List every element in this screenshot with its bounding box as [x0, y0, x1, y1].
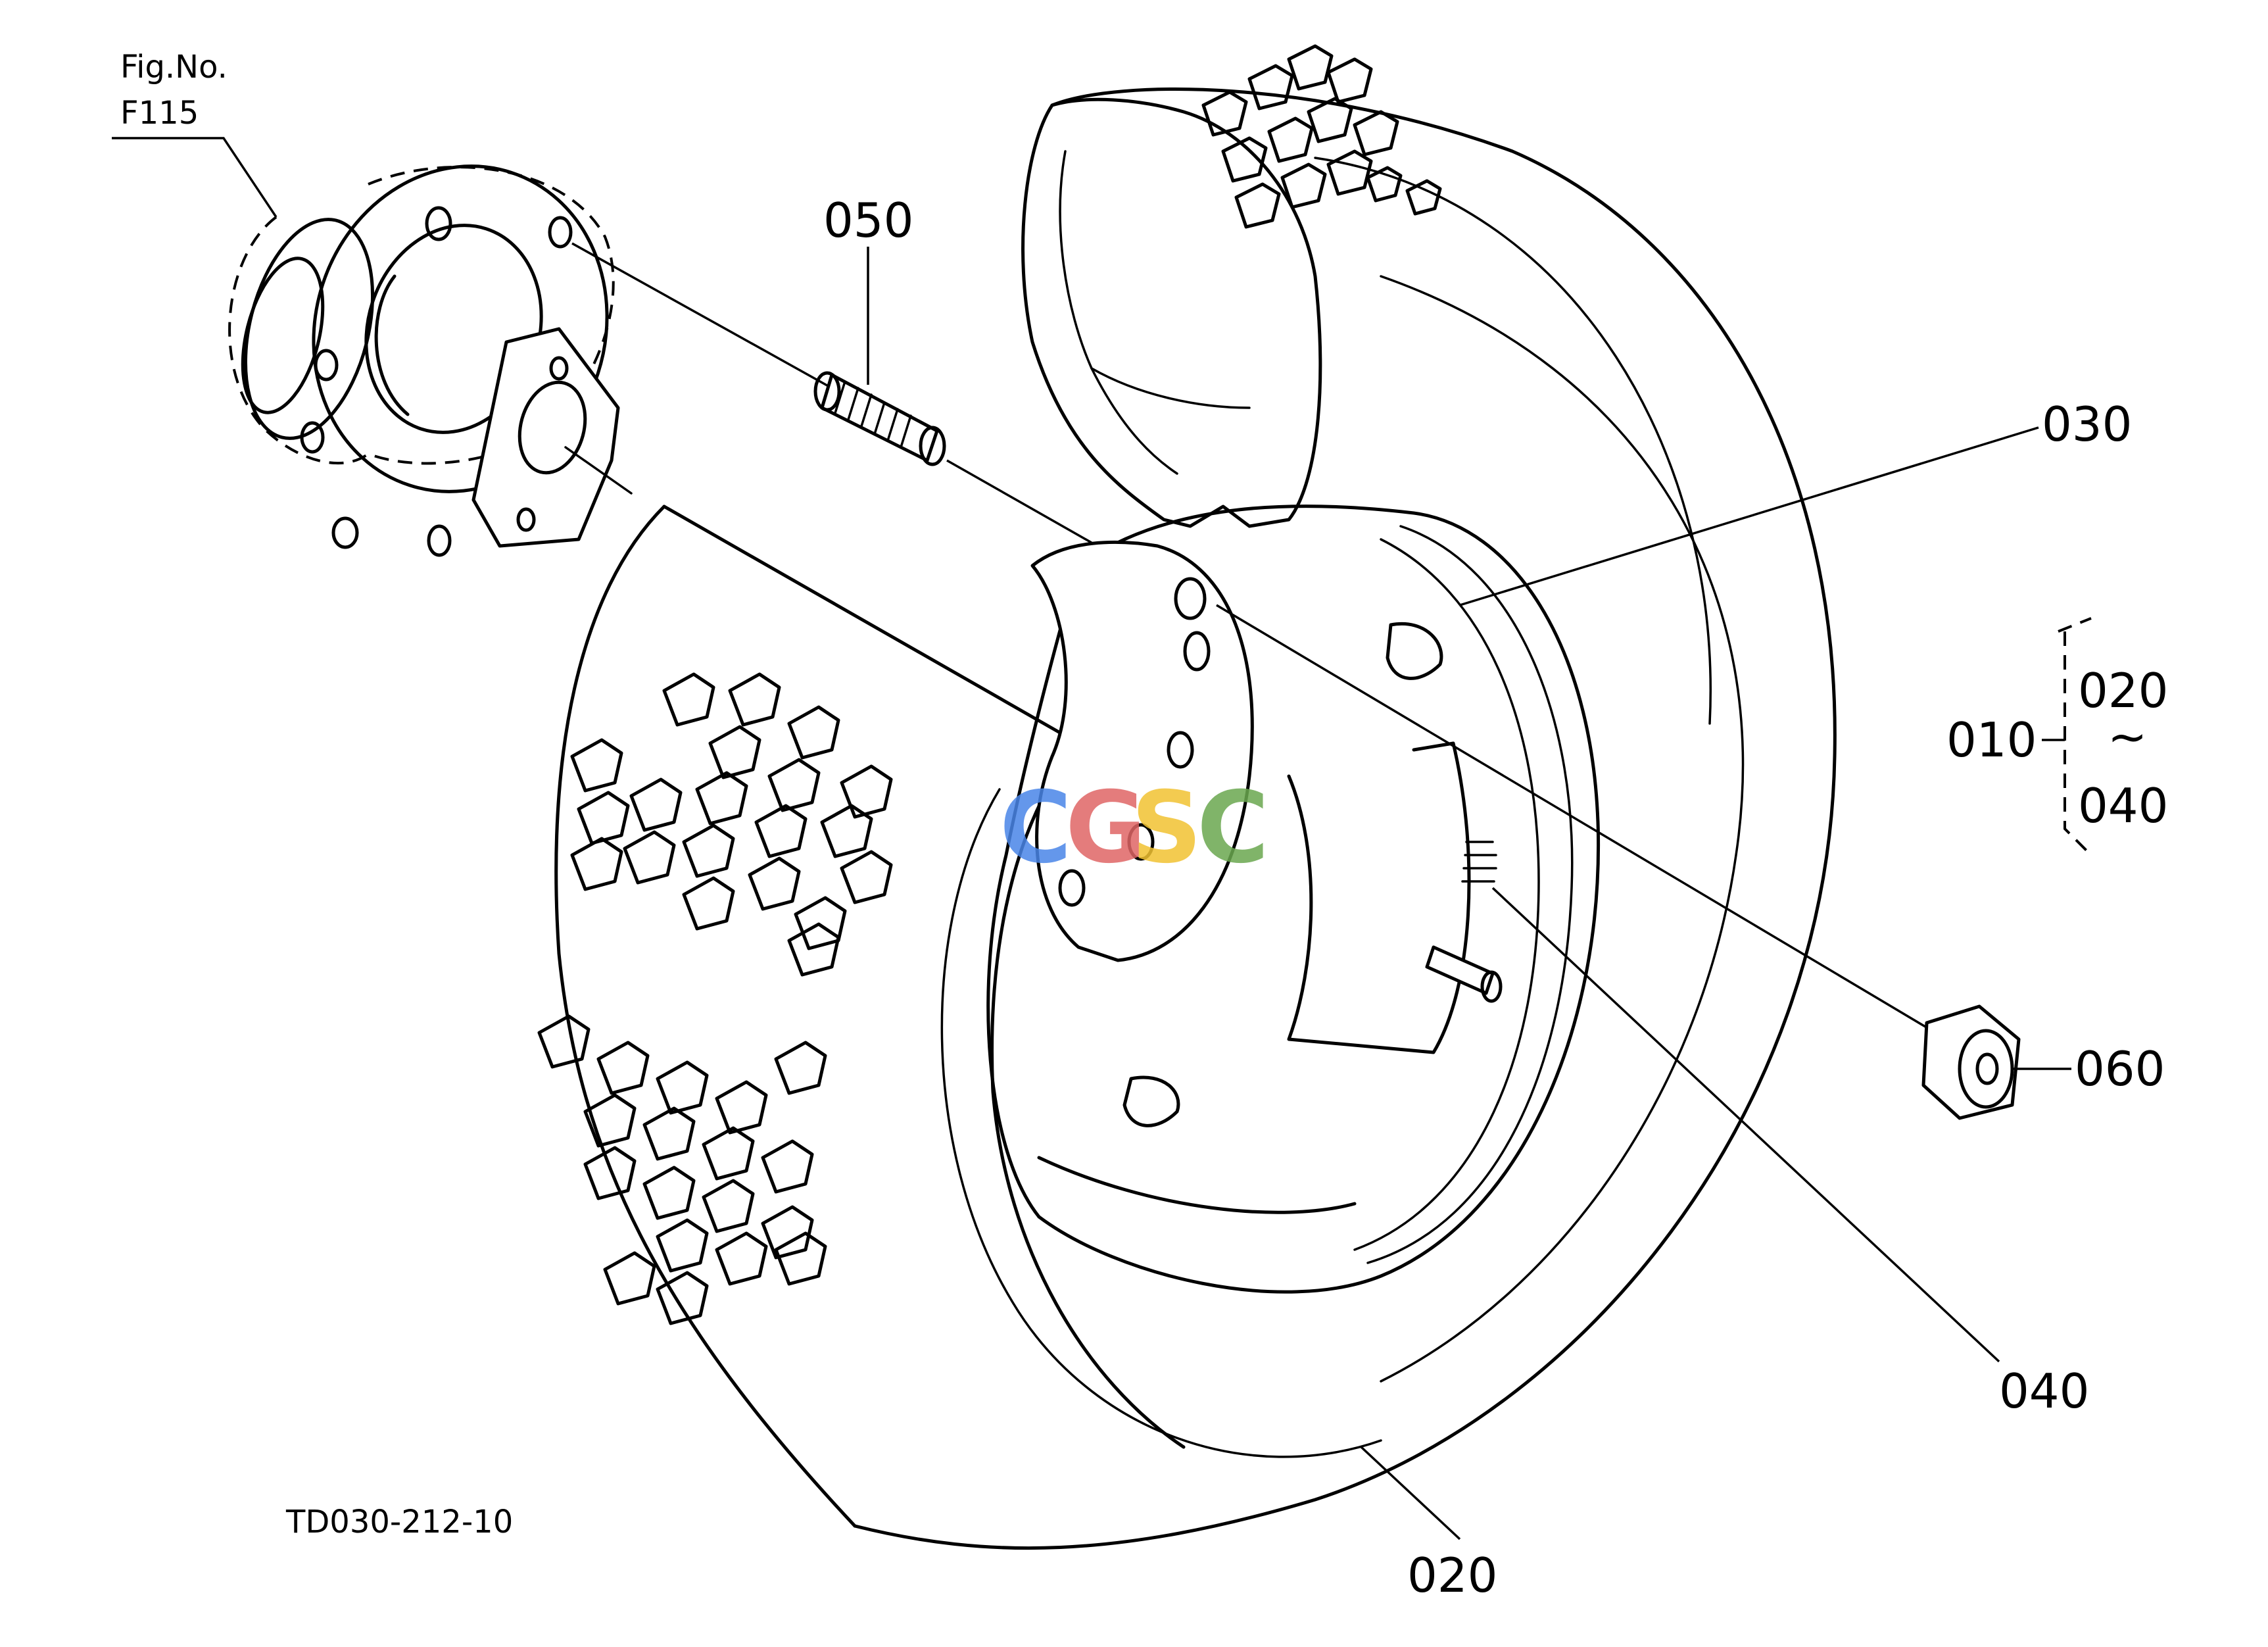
stud-to-wheel-leader: [946, 459, 1092, 544]
watermark-letter: C: [1197, 771, 1269, 885]
callout-020[interactable]: 020: [1407, 1548, 1497, 1603]
callout-030[interactable]: 030: [2042, 397, 2132, 452]
watermark-letter: G: [1065, 771, 1146, 885]
hub-to-stud-leader: [571, 242, 832, 389]
tire: [554, 87, 1837, 1550]
range-tilde: ~: [2108, 709, 2147, 764]
watermark-logo: C G S C: [1000, 771, 1269, 885]
tire-leader-020: [1360, 1446, 1461, 1540]
wheel-to-nut-leader: [1216, 604, 1947, 1041]
tread-pattern-top: [1201, 44, 1442, 229]
tread-pattern-left: [537, 672, 893, 1325]
callout-050[interactable]: 050: [823, 193, 913, 248]
wheel-rim: [986, 504, 1601, 1294]
valve-leader-040: [1491, 887, 2000, 1363]
wheel-stud: [813, 247, 946, 466]
watermark-letter: C: [1000, 771, 1072, 885]
rim-leader-030: [1459, 426, 2039, 606]
figure-ref-line2: F115: [120, 95, 199, 132]
wheel-nut: [1921, 1004, 2071, 1120]
drawing-id: TD030-212-10: [285, 1504, 513, 1540]
range-bracket: [2042, 617, 2092, 856]
figure-ref-line1: Fig.No.: [120, 49, 228, 86]
callout-060[interactable]: 060: [2075, 1041, 2165, 1096]
wheel-hub: [228, 164, 633, 557]
watermark-letter: S: [1131, 771, 1202, 885]
callout-040[interactable]: 040: [1999, 1364, 2089, 1419]
figref-leader: [112, 137, 277, 218]
callout-010[interactable]: 010: [1946, 712, 2037, 768]
range-to: 040: [2078, 778, 2168, 833]
range-from: 020: [2078, 663, 2168, 718]
